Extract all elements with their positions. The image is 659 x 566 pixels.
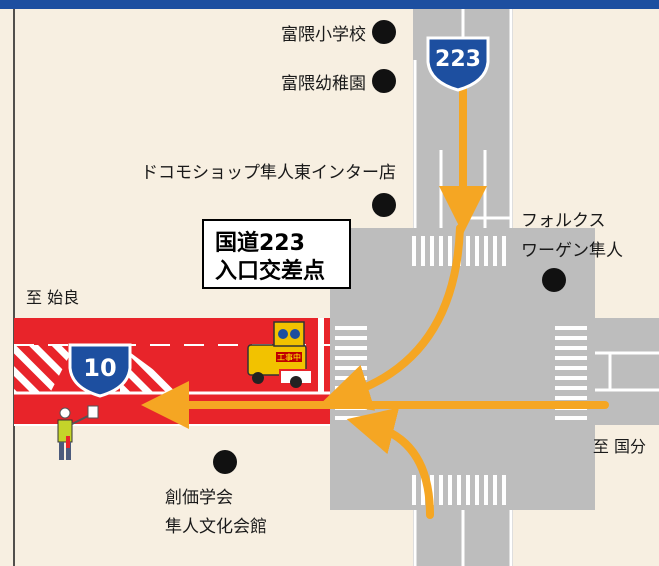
- board-light-right: [290, 329, 300, 339]
- intersection-name-sign: 国道223 入口交差点: [202, 219, 351, 289]
- flagger-leg-right: [66, 442, 71, 460]
- label-volkswagen-line2: ワーゲン隼人: [521, 241, 623, 261]
- dot-docomo-shop: [372, 193, 396, 217]
- label-tomikuma-elementary: 富隈小学校: [281, 25, 366, 45]
- header-bar: [0, 0, 659, 9]
- label-docomo-shop: ドコモショップ隼人東インター店: [141, 163, 396, 183]
- route-10-shield: 10: [68, 343, 132, 398]
- route-223-shield: 223: [426, 36, 490, 92]
- truck-sign-text: 工事中: [277, 352, 301, 362]
- dot-tomikuma-kindergarten: [372, 69, 396, 93]
- sign-line1: 国道223: [215, 230, 305, 256]
- label-soka-gakkai-line2: 隼人文化会館: [165, 517, 267, 537]
- route-223-number: 223: [435, 47, 481, 72]
- hatched-zone-left: [14, 345, 75, 393]
- label-soka-gakkai-line1: 創価学会: [165, 488, 233, 508]
- flagger-leg-left: [59, 442, 64, 460]
- arrow-turn-left: [322, 224, 464, 411]
- route-10-number: 10: [83, 354, 116, 382]
- label-tomikuma-kindergarten: 富隈幼稚園: [281, 74, 366, 94]
- label-volkswagen-line1: フォルクス: [521, 211, 606, 231]
- flagger-baton: [66, 436, 70, 448]
- landmark-dots: [213, 20, 566, 474]
- flagger-helmet: [59, 407, 71, 419]
- left-margin: [0, 9, 14, 566]
- truck-wheel-right: [290, 376, 302, 388]
- sign-line2: 入口交差点: [215, 258, 325, 284]
- horizontal-lane-markings: [595, 351, 659, 392]
- truck-wheel-left: [252, 372, 264, 384]
- roads: [14, 9, 659, 566]
- dot-tomikuma-elementary: [372, 20, 396, 44]
- flagger-figure: [57, 405, 99, 460]
- truck-sign-panel: [276, 352, 302, 362]
- dot-soka-gakkai: [213, 450, 237, 474]
- crosswalk-north: [412, 236, 506, 266]
- arrow-from-south: [346, 407, 434, 519]
- flagger-arm: [71, 414, 91, 425]
- board-light-left: [278, 329, 288, 339]
- stop-line-west: [318, 318, 324, 393]
- direction-to-aira: 至 始良: [26, 288, 79, 307]
- flagger-flag: [87, 405, 99, 419]
- route-arrows: [141, 81, 609, 519]
- construction-truck: 工事中: [247, 321, 313, 388]
- dot-volkswagen: [542, 268, 566, 292]
- direction-to-kokubu: 至 国分: [593, 437, 646, 456]
